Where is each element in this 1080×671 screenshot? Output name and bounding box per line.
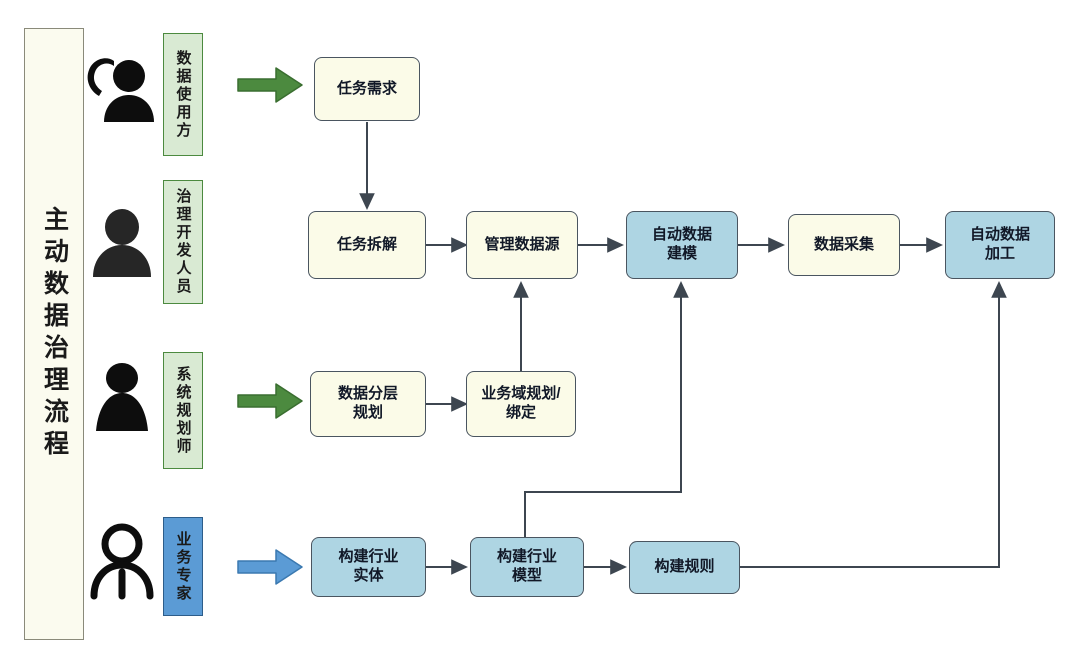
node-build-rule[interactable]: 构建规则 <box>629 541 740 594</box>
role-label: 数据使用方 <box>174 49 192 140</box>
node-label: 构建行业模型 <box>496 548 557 584</box>
node-domain-plan-bind[interactable]: 业务域规划/绑定 <box>466 371 576 437</box>
user-standing-icon <box>84 357 160 437</box>
role-badge-governance-developer[interactable]: 治理开发人员 <box>163 180 203 304</box>
node-label: 任务需求 <box>336 79 397 97</box>
node-label: 数据采集 <box>813 235 874 253</box>
role-badge-system-planner[interactable]: 系统规划师 <box>163 352 203 469</box>
node-label: 构建行业实体 <box>338 548 399 584</box>
node-auto-data-process[interactable]: 自动数据加工 <box>945 211 1055 279</box>
node-task-breakdown[interactable]: 任务拆解 <box>308 211 426 279</box>
user-icon <box>84 203 160 283</box>
node-task-requirement[interactable]: 任务需求 <box>314 57 420 121</box>
green-role-arrow <box>236 66 306 104</box>
role-badge-business-expert[interactable]: 业务专家 <box>163 517 203 616</box>
node-manage-datasource[interactable]: 管理数据源 <box>466 211 578 279</box>
green-role-arrow <box>236 382 306 420</box>
user-outline-icon <box>84 520 160 600</box>
node-label: 业务域规划/绑定 <box>481 385 561 421</box>
node-label: 数据分层规划 <box>337 385 398 421</box>
node-label: 自动数据建模 <box>651 226 712 262</box>
users-icon <box>84 50 160 130</box>
node-data-layer-plan[interactable]: 数据分层规划 <box>310 371 426 437</box>
node-build-model[interactable]: 构建行业模型 <box>470 537 584 597</box>
role-label: 治理开发人员 <box>174 188 192 296</box>
blue-role-arrow <box>236 548 306 586</box>
node-label: 管理数据源 <box>484 235 560 253</box>
node-label: 自动数据加工 <box>969 226 1030 262</box>
node-auto-data-model[interactable]: 自动数据建模 <box>626 211 738 279</box>
node-data-collection[interactable]: 数据采集 <box>788 214 900 276</box>
node-label: 任务拆解 <box>336 235 397 253</box>
node-build-entity[interactable]: 构建行业实体 <box>311 537 426 597</box>
edge-build-rule-to-auto-data-process <box>740 281 1007 568</box>
diagram-title: 主动数据治理流程 <box>40 206 69 462</box>
role-label: 系统规划师 <box>174 365 192 456</box>
diagram-title-band: 主动数据治理流程 <box>24 28 84 640</box>
node-label: 构建规则 <box>654 558 715 576</box>
role-label: 业务专家 <box>174 530 192 603</box>
role-badge-data-consumer[interactable]: 数据使用方 <box>163 33 203 156</box>
